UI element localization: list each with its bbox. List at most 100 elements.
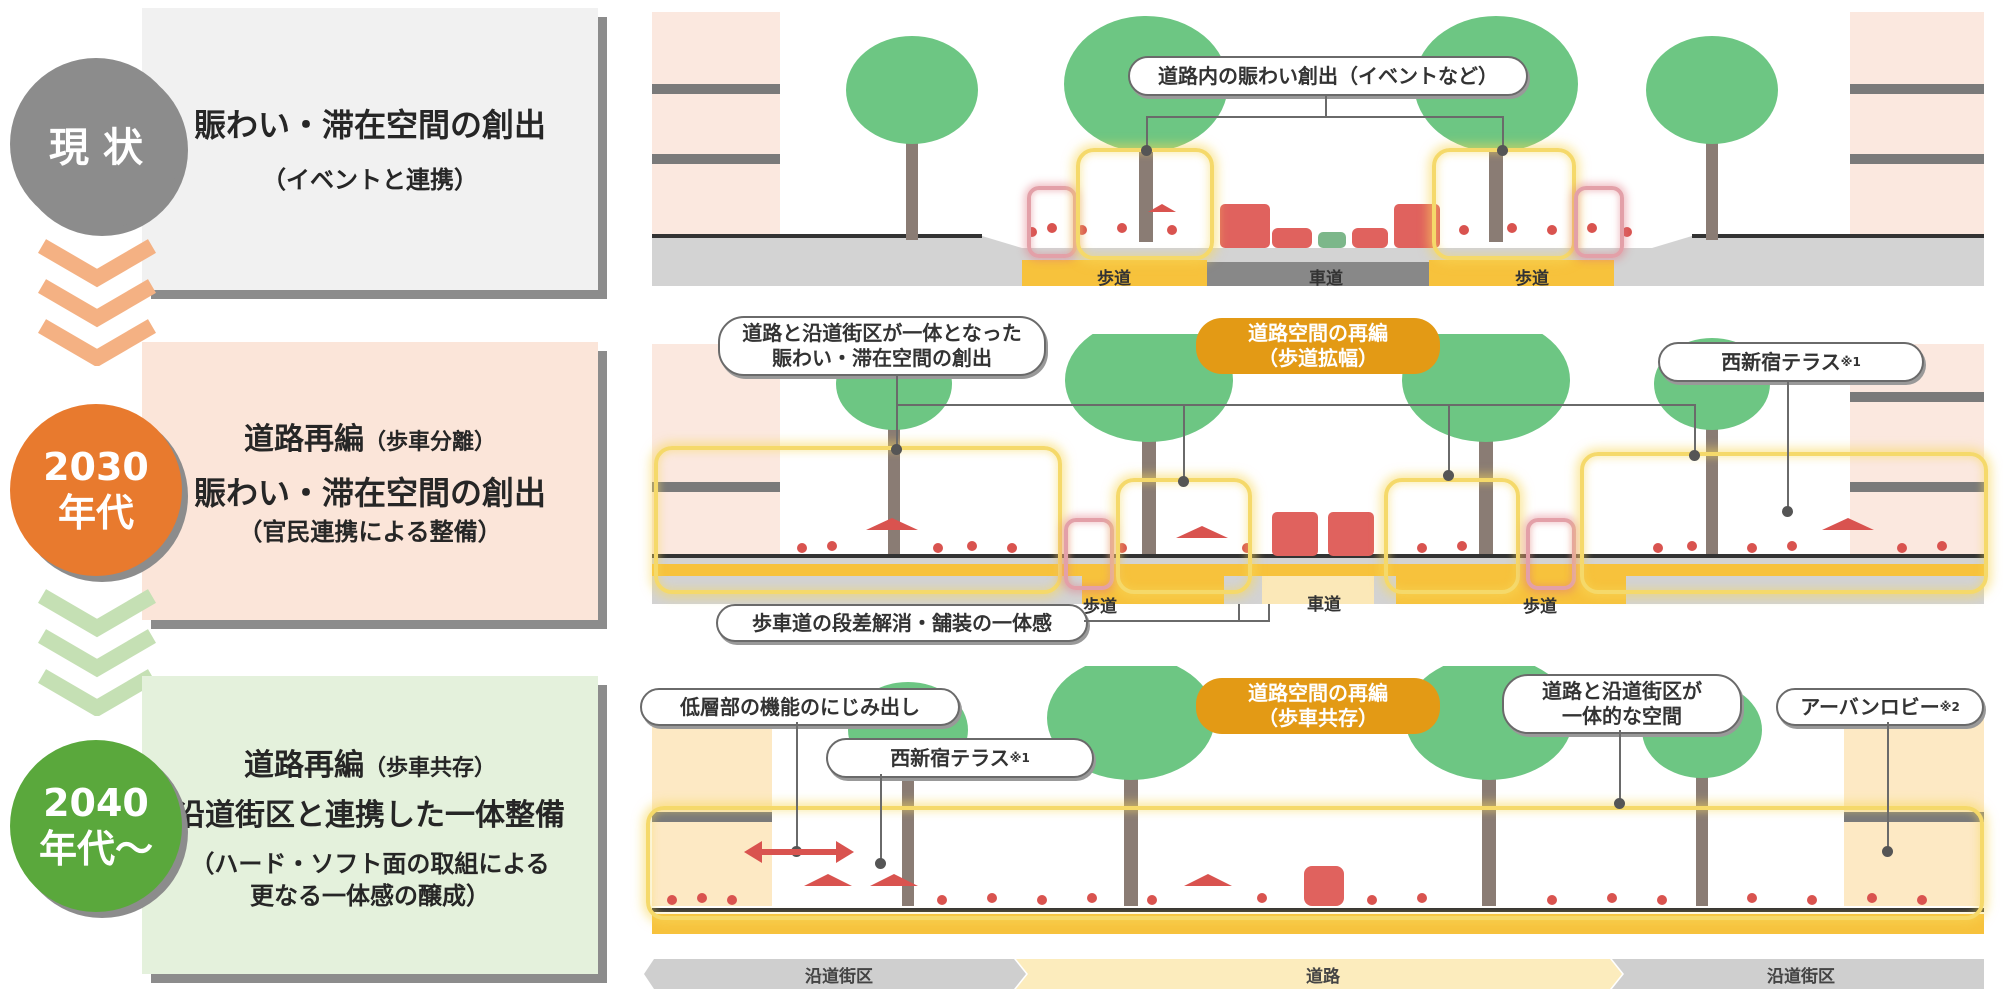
stage-title-line1: 道路再編（歩車分離） bbox=[142, 414, 598, 458]
callout-line2: （歩車共存） bbox=[1258, 706, 1378, 730]
callout-nishishinjuku-terrace: 西新宿テラス※1 bbox=[1658, 342, 1924, 382]
leader-line bbox=[1502, 116, 1504, 148]
callout-line1: 道路と沿道街区が一体となった bbox=[742, 321, 1022, 345]
highlight-integrated-area bbox=[646, 806, 1984, 920]
leader-line bbox=[1694, 404, 1696, 456]
callout-level-paving: 歩車道の段差解消・舗装の一体感 bbox=[716, 604, 1088, 642]
tree-icon bbox=[1065, 334, 1233, 554]
highlight-frontage-right bbox=[1580, 452, 1988, 594]
leader-dot bbox=[1497, 145, 1508, 156]
zone-label-road: 道路 bbox=[1306, 966, 1340, 987]
leader-line bbox=[1325, 94, 1327, 116]
leader-line bbox=[1146, 116, 1504, 118]
stage-badge-current: 現 状 bbox=[10, 58, 182, 230]
leader-line bbox=[1619, 730, 1621, 802]
leader-dot bbox=[1782, 506, 1793, 517]
callout-text: 西新宿テラス bbox=[890, 746, 1010, 770]
callout-integrated-space: 道路と沿道街区が 一体的な空間 bbox=[1502, 674, 1742, 734]
leader-line bbox=[1268, 604, 1270, 620]
callout-line1: 道路空間の再編 bbox=[1248, 321, 1388, 345]
callout-nishishinjuku-terrace: 西新宿テラス※1 bbox=[826, 738, 1094, 778]
double-arrow-icon bbox=[744, 841, 854, 863]
callout-line1: 道路と沿道街区が bbox=[1542, 679, 1702, 703]
stage-title-line4: 更なる一体感の醸成） bbox=[250, 882, 490, 910]
street-cross-section-2030 bbox=[652, 334, 1984, 604]
highlight-sidewalk-right bbox=[1432, 148, 1576, 260]
callout-note: ※2 bbox=[1939, 700, 1960, 714]
highlight-edge-left bbox=[1064, 518, 1114, 590]
highlight-edge-left bbox=[1027, 186, 1077, 258]
stage-badge-2040: 2040 年代～ bbox=[10, 740, 182, 912]
callout-line2: 賑わい・滞在空間の創出 bbox=[772, 346, 992, 370]
callout-text: アーバンロビー bbox=[1800, 695, 1940, 719]
zone-label-frontage-left: 沿道街区 bbox=[805, 966, 873, 987]
callout-urban-lobby: アーバンロビー※2 bbox=[1776, 688, 1984, 726]
chevron-down-icon bbox=[38, 589, 156, 716]
stage-panel-current: 賑わい・滞在空間の創出 （イベントと連携） bbox=[142, 8, 598, 290]
highlight-sidewalk-left bbox=[1116, 478, 1252, 594]
label-sidewalk: 歩道 bbox=[1083, 597, 1117, 617]
tree-icon bbox=[846, 36, 978, 240]
leader-line bbox=[896, 374, 898, 404]
stage-title: 賑わい・滞在空間の創出 bbox=[193, 106, 546, 144]
leader-line bbox=[1183, 404, 1185, 482]
stage-badge-label: 現 状 bbox=[49, 125, 143, 171]
stage-badge-line2: 年代～ bbox=[38, 827, 153, 871]
callout-road-reorg: 道路空間の再編 （歩車共存） bbox=[1196, 678, 1440, 734]
callout-note: ※1 bbox=[1009, 751, 1030, 765]
leader-line bbox=[896, 404, 898, 448]
stage-panel-2040: 道路再編（歩車共存） 沿道街区と連携した一体整備 （ハード・ソフト面の取組による… bbox=[142, 676, 598, 974]
callout-road-reorg: 道路空間の再編 （歩道拡幅） bbox=[1196, 318, 1440, 374]
stage-panel-2030: 道路再編（歩車分離） 賑わい・滞在空間の創出 （官民連携による整備） bbox=[142, 342, 598, 620]
stage-title-main: 道路再編 bbox=[243, 748, 364, 783]
tree-icon bbox=[1402, 334, 1570, 554]
tree-icon bbox=[1646, 36, 1778, 240]
stage-title-line2: 賑わい・滞在空間の創出 bbox=[193, 474, 546, 512]
callout-line1: 道路空間の再編 bbox=[1248, 681, 1388, 705]
leader-dot bbox=[891, 444, 902, 455]
label-sidewalk: 歩道 bbox=[1523, 597, 1557, 617]
leader-line bbox=[1887, 722, 1889, 850]
highlight-sidewalk-left bbox=[1076, 148, 1214, 260]
leader-line bbox=[896, 404, 1696, 406]
leader-dot bbox=[1443, 470, 1454, 481]
callout-line2: （歩道拡幅） bbox=[1258, 346, 1378, 370]
leader-dot bbox=[1178, 476, 1189, 487]
leader-dot bbox=[875, 858, 886, 869]
stage-badge-2030: 2030 年代 bbox=[10, 404, 182, 576]
callout-line2: 一体的な空間 bbox=[1562, 704, 1682, 728]
leader-line bbox=[1448, 404, 1450, 476]
chevron-down-icon bbox=[38, 239, 156, 366]
leader-dot bbox=[1882, 846, 1893, 857]
stage-subtitle: （イベントと連携） bbox=[262, 166, 478, 194]
leader-line bbox=[796, 722, 798, 850]
highlight-edge-right bbox=[1574, 186, 1624, 258]
highlight-edge-right bbox=[1526, 518, 1576, 590]
callout-road-event: 道路内の賑わい創出（イベントなど） bbox=[1128, 56, 1528, 96]
stage-title-main: 道路再編 bbox=[243, 422, 364, 457]
label-sidewalk: 歩道 bbox=[1097, 269, 1131, 289]
stage-badge-line1: 2030 bbox=[43, 445, 149, 489]
leader-line bbox=[880, 774, 882, 862]
stage-title-line3: （官民連携による整備） bbox=[238, 518, 502, 546]
stage-badge-line2: 年代 bbox=[57, 491, 134, 535]
leader-line bbox=[1146, 116, 1148, 148]
stage-title-line3: （ハード・ソフト面の取組による bbox=[190, 850, 550, 878]
highlight-sidewalk-right bbox=[1384, 478, 1520, 594]
stage-title-sub: （歩車分離） bbox=[363, 430, 496, 455]
callout-text: 西新宿テラス bbox=[1721, 350, 1841, 374]
label-roadway: 車道 bbox=[1309, 269, 1343, 289]
leader-line bbox=[1787, 380, 1789, 510]
leader-dot bbox=[1614, 798, 1625, 809]
callout-lowrise-spillover: 低層部の機能のにじみ出し bbox=[640, 688, 960, 726]
stage-badge-line1: 2040 bbox=[43, 781, 149, 825]
zone-bar bbox=[644, 959, 1984, 989]
stage-title-line2: 沿道街区と連携した一体整備 bbox=[175, 798, 565, 833]
leader-line bbox=[1238, 604, 1240, 620]
stage-title-line1: 道路再編（歩車共存） bbox=[142, 740, 598, 784]
callout-integrated-space: 道路と沿道街区が一体となった 賑わい・滞在空間の創出 bbox=[718, 316, 1046, 376]
leader-dot bbox=[1689, 450, 1700, 461]
zone-label-frontage-right: 沿道街区 bbox=[1767, 966, 1835, 987]
leader-dot bbox=[1141, 145, 1152, 156]
label-roadway: 車道 bbox=[1307, 595, 1341, 615]
